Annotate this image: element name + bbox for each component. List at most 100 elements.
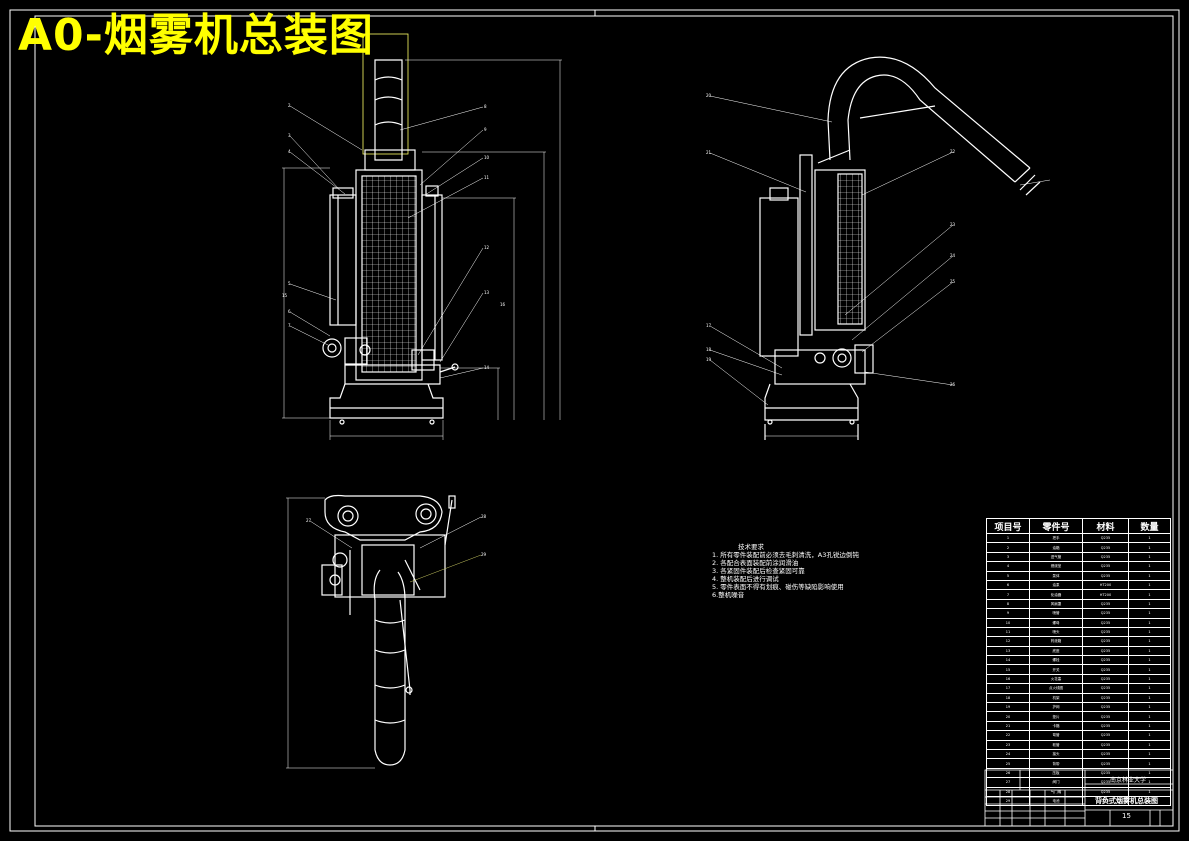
bom-item-no: 28 — [986, 786, 1030, 797]
bom-material: Q235 — [1082, 645, 1129, 657]
balloon-label: 25 — [950, 279, 956, 284]
bom-material: HT200 — [1082, 579, 1129, 591]
bom-material: Q235 — [1082, 711, 1129, 722]
side-view — [759, 56, 1051, 440]
balloon-label: 16 — [500, 302, 506, 307]
bom-qty: 1 — [1128, 758, 1171, 769]
inner-border — [34, 15, 1174, 827]
bom-material: Q235 — [1082, 626, 1129, 638]
balloon-label: 18 — [706, 347, 712, 352]
bom-item-no: 5 — [986, 570, 1030, 581]
drawing-name: 背负式烟雾机总装图 — [1095, 797, 1158, 805]
balloon-label: 24 — [950, 253, 956, 258]
bom-part-name: 压板 — [1029, 767, 1083, 779]
bom-part-name: 油泵 — [1029, 579, 1083, 591]
tech-notes-heading: 技术要求 — [738, 543, 764, 551]
bom-header-item: 项目号 — [986, 518, 1030, 534]
bom-header-part: 零件号 — [1029, 518, 1083, 534]
bom-part-name: 机架 — [1029, 692, 1083, 704]
bom-qty: 1 — [1128, 664, 1171, 675]
bom-part-name: 喷头 — [1029, 626, 1083, 638]
bom-qty: 1 — [1128, 626, 1171, 638]
bom-material: Q235 — [1082, 664, 1129, 675]
bom-qty: 1 — [1128, 655, 1171, 666]
tech-note-line: 6.整机噪音 — [712, 591, 745, 599]
balloon-label: 3 — [288, 133, 291, 138]
bom-qty: 1 — [1128, 542, 1171, 553]
bom-material: Q235 — [1082, 608, 1129, 619]
bom-part-name: 火花塞 — [1029, 673, 1083, 685]
bom-material: Q235 — [1082, 683, 1129, 694]
balloon-label: 27 — [306, 518, 312, 523]
bom-material: Q235 — [1082, 598, 1129, 610]
balloon-label: 21 — [706, 150, 712, 155]
bom-part-name: 弯管 — [1029, 730, 1083, 741]
bom-item-no: 1 — [986, 532, 1030, 544]
bom-item-no: 21 — [986, 720, 1030, 732]
drawing-title: A0-烟雾机总装图 — [18, 10, 374, 61]
bom-item-no: 15 — [986, 664, 1030, 675]
tech-note-line: 2. 各配合表面装配前涂润滑油 — [712, 559, 799, 567]
bom-material: Q235 — [1082, 617, 1129, 628]
front-view — [322, 33, 459, 425]
bom-item-no: 4 — [986, 561, 1030, 572]
balloon-label: 8 — [484, 104, 487, 109]
side-leaders — [709, 95, 954, 406]
bom-material: Q235 — [1082, 655, 1129, 666]
bom-item-no: 9 — [986, 608, 1030, 619]
balloon-label: 2 — [288, 103, 291, 108]
bom-item-no: 22 — [986, 730, 1030, 741]
bom-item-no: 16 — [986, 673, 1030, 685]
bom-material: Q235 — [1082, 720, 1129, 732]
balloon-label: 5 — [288, 281, 291, 286]
bom-qty: 1 — [1128, 532, 1171, 544]
bom-qty: 1 — [1128, 720, 1171, 732]
bom-item-no: 29 — [986, 795, 1030, 807]
bom-material: HT200 — [1082, 589, 1129, 600]
balloon-label: 9 — [484, 127, 487, 132]
bom-part-name: 喷管 — [1029, 608, 1083, 619]
bom-part-name: 油箱 — [1029, 542, 1083, 553]
bom-part-name: 点火线圈 — [1029, 683, 1083, 694]
bom-material: Q235 — [1082, 542, 1129, 553]
bom-material: Q235 — [1082, 551, 1129, 563]
bom-item-no: 19 — [986, 702, 1030, 713]
bom-qty: 1 — [1128, 570, 1171, 581]
bom-qty: 1 — [1128, 551, 1171, 563]
balloon-label: 11 — [484, 175, 490, 180]
bom-qty: 1 — [1128, 739, 1171, 751]
top-dimensions — [286, 497, 375, 769]
bom-item-no: 11 — [986, 626, 1030, 638]
front-leaders — [289, 105, 484, 379]
bom-part-name: 卡箍 — [1029, 720, 1083, 732]
top-leaders — [309, 516, 482, 583]
tech-note-line: 5. 零件表面不得有划痕、碰伤等缺陷影响使用 — [712, 583, 844, 591]
bom-material: Q235 — [1082, 570, 1129, 581]
bom-qty: 1 — [1128, 589, 1171, 600]
bom-item-no: 7 — [986, 589, 1030, 600]
bom-qty: 1 — [1128, 579, 1171, 591]
bom-item-no: 25 — [986, 758, 1030, 769]
bom-part-name: 把手 — [1029, 532, 1083, 544]
bom-item-no: 14 — [986, 655, 1030, 666]
front-dimensions — [282, 59, 562, 440]
bom-item-no: 13 — [986, 645, 1030, 657]
